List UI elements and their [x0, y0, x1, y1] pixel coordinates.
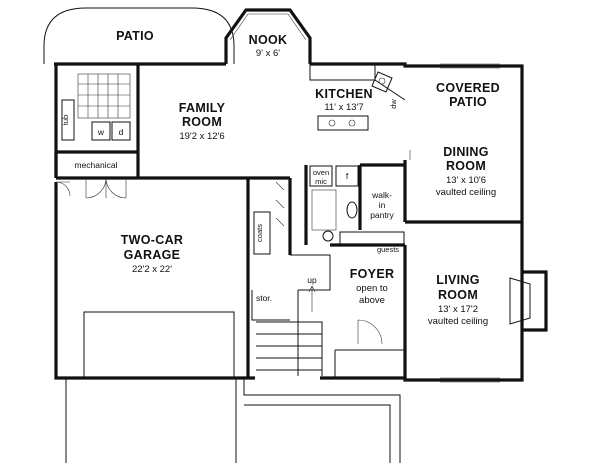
- pantry-label-1: walk-: [371, 190, 392, 200]
- nook-size: 9' x 6': [256, 48, 280, 59]
- stairs-arrow: [308, 285, 316, 312]
- coats-closet: [253, 211, 271, 255]
- living-note: vaulted ceiling: [428, 316, 488, 327]
- stairs-up-label: up: [307, 275, 317, 285]
- garage-size: 22'2 x 22': [132, 264, 172, 275]
- dryer: [111, 121, 131, 141]
- garage-name-1: TWO-CAR: [121, 233, 184, 247]
- cooktop-burner: [328, 119, 336, 127]
- guests-label: guests: [377, 245, 399, 254]
- living-size: 13' x 17'2: [438, 304, 478, 315]
- cooktop-burner: [348, 119, 356, 127]
- nook-bay-wall: [224, 8, 312, 64]
- dining-size: 13' x 10'6: [446, 175, 486, 186]
- fireplace-hearth: [509, 277, 531, 325]
- garage-slab: [83, 311, 235, 379]
- powder-room-tile: [311, 189, 337, 231]
- covered-patio-name-1: COVERED: [436, 81, 500, 95]
- fridge: [335, 165, 359, 187]
- dining-note: vaulted ceiling: [436, 187, 496, 198]
- stairs: [256, 254, 331, 376]
- garage-side-door: [55, 181, 71, 197]
- living-name-2: ROOM: [438, 288, 478, 302]
- foyer-note-1: open to: [356, 283, 388, 294]
- entry-porch: [334, 349, 406, 378]
- sink-bowl: [378, 77, 386, 85]
- foyer-note-2: above: [359, 295, 385, 306]
- dryer-label: d: [119, 127, 124, 137]
- dining-name-1: DINING: [443, 145, 489, 159]
- kitchen-island: [317, 115, 369, 131]
- fridge-label: f: [346, 171, 349, 181]
- kitchen-sink: [371, 71, 393, 93]
- storage-wall: [251, 290, 290, 321]
- family-size: 19'2 x 12'6: [179, 131, 224, 142]
- powder-sink: [322, 230, 334, 242]
- laundry-tile-area: [77, 73, 131, 119]
- oven: [309, 165, 333, 187]
- mechanical-label: mechanical: [75, 160, 118, 170]
- family-name-1: FAMILY: [179, 101, 226, 115]
- kitchen-size: 11' x 13'7: [324, 102, 363, 113]
- laundry-tile-grid: [78, 74, 130, 118]
- nook-bay-window: [229, 13, 307, 41]
- front-door: [357, 319, 383, 345]
- covered-patio-name-2: PATIO: [449, 95, 487, 109]
- washer-label: w: [97, 127, 105, 137]
- dining-windows: [409, 63, 500, 383]
- guests-closet: [339, 231, 405, 245]
- foyer-name: FOYER: [350, 267, 395, 281]
- toilet: [346, 201, 358, 219]
- family-name-2: ROOM: [182, 115, 222, 129]
- living-name-1: LIVING: [436, 273, 479, 287]
- garage-name-2: GARAGE: [124, 248, 181, 262]
- tub: [61, 99, 75, 141]
- dishwasher-label: dw: [389, 99, 398, 109]
- dining-name-2: ROOM: [446, 159, 486, 173]
- interior-walls: [54, 64, 522, 378]
- closet-doors: [275, 181, 285, 227]
- nook-name: NOOK: [249, 33, 288, 47]
- driveway-lines: [65, 378, 401, 463]
- fireplace: [522, 270, 548, 332]
- mic-label: mic: [315, 177, 327, 186]
- pantry-label-3: pantry: [370, 210, 394, 220]
- oven-label: oven: [313, 168, 329, 177]
- pantry-label-2: in: [379, 200, 386, 210]
- coats-label: coats: [255, 224, 264, 242]
- patio-name: PATIO: [116, 29, 154, 43]
- tub-label: tub: [61, 115, 70, 125]
- washer: [91, 121, 111, 141]
- garage-entry-doors: [85, 177, 127, 199]
- kitchen-name: KITCHEN: [315, 87, 373, 101]
- storage-label: stor.: [256, 293, 272, 303]
